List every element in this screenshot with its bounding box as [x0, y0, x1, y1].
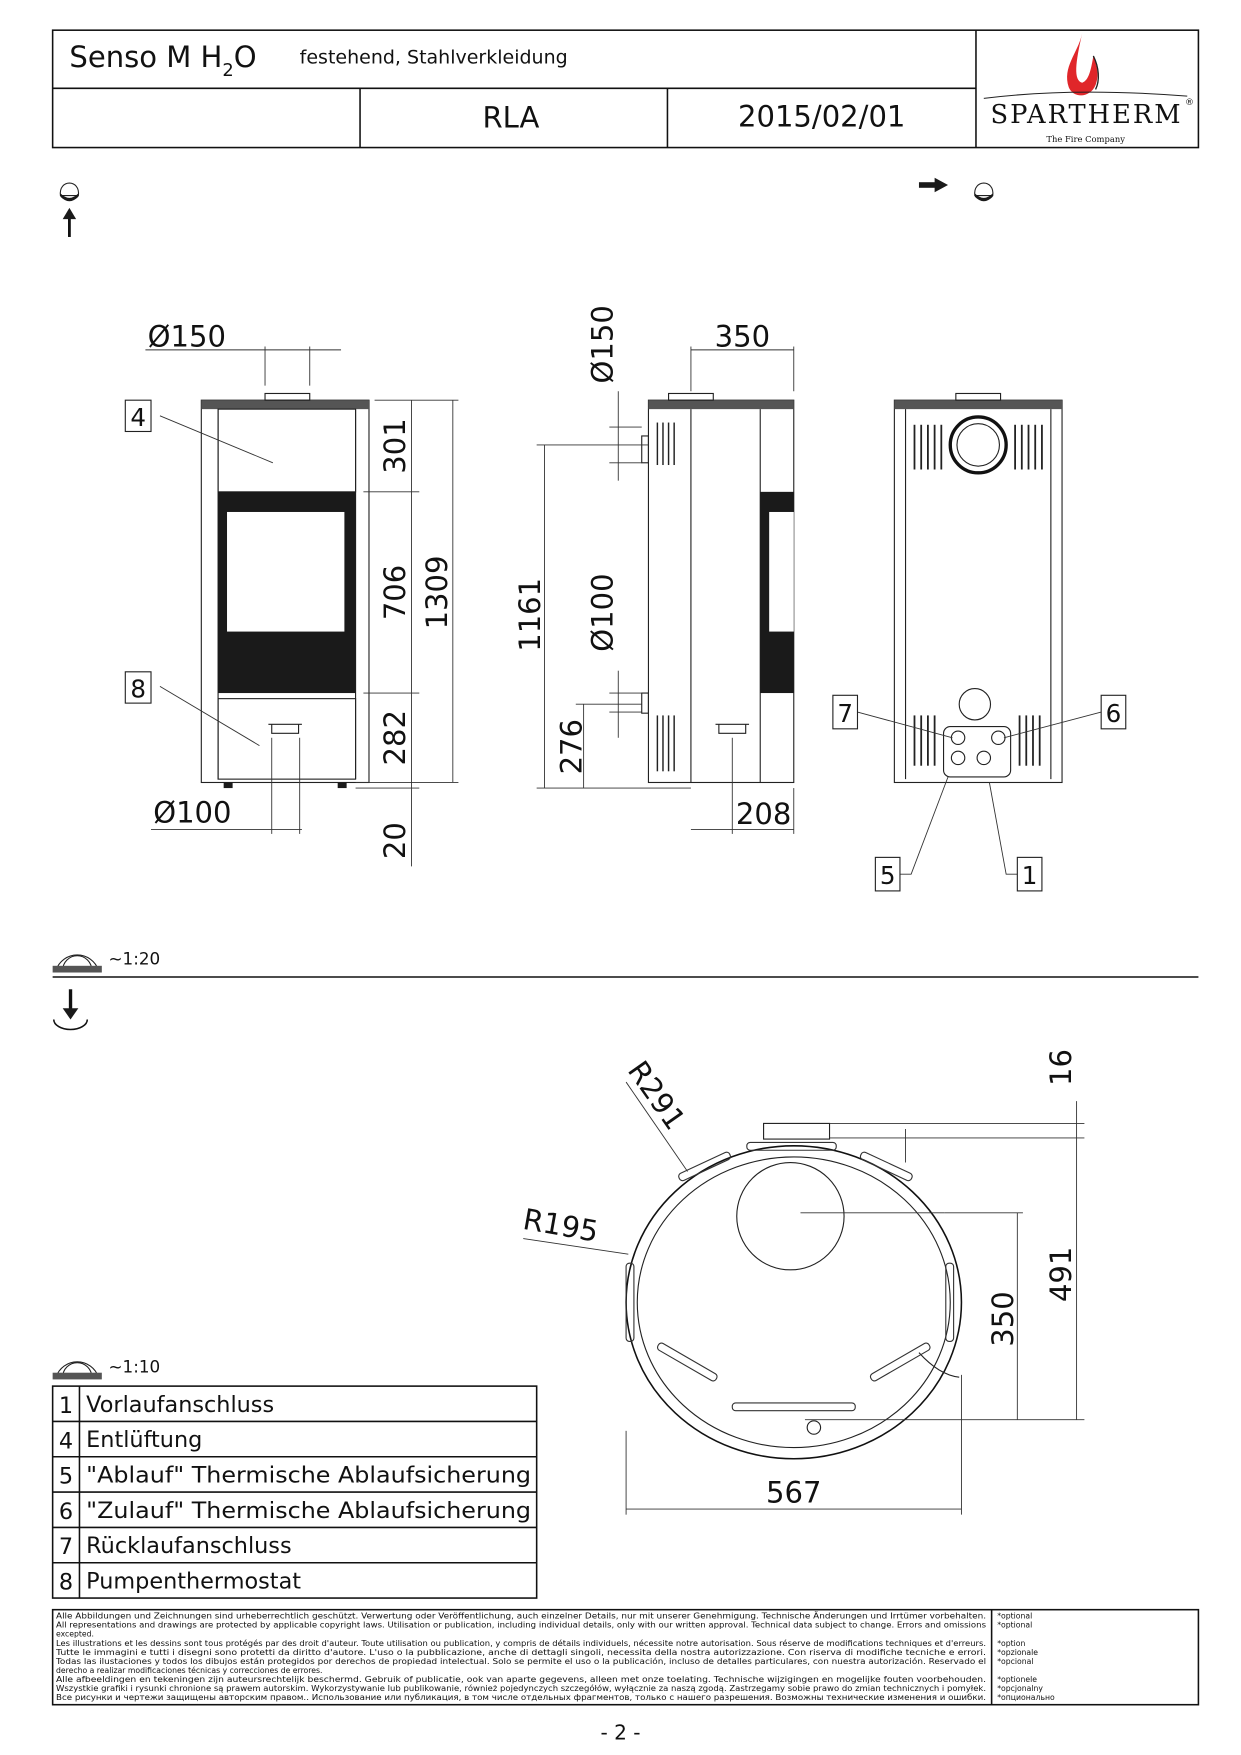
copyright-line: Wszystkie grafiki i rysunki chronione są…	[56, 1684, 986, 1693]
dim-276: 276	[554, 719, 588, 774]
product-description: festehend, Stahlverkleidung	[300, 47, 568, 69]
dim-1161: 1161	[513, 578, 547, 652]
top-view: 567 16 491 350 R291 R195	[521, 1049, 1085, 1515]
title-block: Senso M H2O festehend, Stahlverkleidung …	[51, 29, 1200, 149]
dim-20: 20	[378, 822, 412, 859]
copyright-line: Tutte le immagini e tutti i disegni sono…	[55, 1648, 986, 1657]
optional-note: *opzionale	[997, 1648, 1038, 1657]
legend-label: Rücklaufanschluss	[86, 1533, 291, 1559]
legend-number: 5	[59, 1464, 73, 1490]
copyright-line: All representations and drawings are pro…	[56, 1621, 986, 1630]
legend-table: 1 Vorlaufanschluss 4 Entlüftung 5 "Ablauf" Th…	[51, 1385, 538, 1599]
callout-7: 7	[837, 699, 853, 728]
arrow-up-icon	[62, 207, 77, 237]
dim-1309: 1309	[420, 555, 454, 629]
legend-number: 1	[59, 1393, 73, 1419]
dim-567: 567	[766, 1475, 821, 1509]
back-view: 7 6 5 1	[832, 392, 1127, 892]
dim-side-inlet: Ø100	[586, 573, 620, 651]
arrow-right-icon	[918, 177, 949, 193]
legend-label: "Zulauf" Thermische Ablaufsicherung	[86, 1498, 531, 1524]
optional-note: *opcional	[997, 1657, 1033, 1666]
svg-text:The Fire Company: The Fire Company	[1046, 134, 1125, 144]
optional-note: *opcjonalny	[997, 1684, 1043, 1693]
dim-side-350: 350	[715, 320, 770, 354]
copyright-line: Todas las ilustaciones y todos los dibuj…	[55, 1657, 986, 1666]
copyright-line: Все рисунки и чертежи защищены авторским…	[56, 1693, 986, 1702]
svg-text:®: ®	[1185, 98, 1194, 108]
scale-ruler-icon	[52, 954, 102, 973]
dim-16: 16	[1044, 1049, 1078, 1086]
front-view-eye-icon	[59, 182, 79, 202]
legend-number: 4	[59, 1428, 73, 1454]
legend-number: 8	[59, 1570, 73, 1596]
callout-4: 4	[130, 403, 146, 432]
dim-r291: R291	[621, 1055, 692, 1136]
copyright-line: Les illustrations et les dessins sont to…	[56, 1639, 986, 1648]
model-code: RLA	[482, 100, 539, 134]
dim-side-flue: Ø150	[586, 305, 620, 383]
optional-note: *option	[997, 1639, 1025, 1648]
optional-note: *опционально	[997, 1693, 1055, 1702]
callout-6: 6	[1106, 699, 1122, 728]
callout-8: 8	[130, 675, 146, 704]
page-number: - 2 -	[600, 1720, 640, 1744]
scale-front-views: ~1:20	[109, 949, 161, 969]
scale-top-view: ~1:10	[109, 1357, 161, 1377]
callout-5: 5	[880, 861, 896, 890]
spartherm-logo: SPARTHERM ® The Fire Company	[983, 33, 1194, 144]
product-title: Senso M H2O	[69, 40, 256, 81]
legend-number: 6	[59, 1499, 73, 1525]
dim-301: 301	[378, 418, 412, 473]
copyright-line: derecho a realizar modificaciones técnic…	[56, 1666, 322, 1675]
svg-text:SPARTHERM: SPARTHERM	[991, 100, 1181, 130]
dim-491: 491	[1044, 1247, 1078, 1302]
optional-note: *optionele	[997, 1675, 1037, 1684]
copyright-line: excepted.	[56, 1630, 94, 1639]
side-view-eye-icon	[974, 182, 994, 202]
callout-1: 1	[1022, 861, 1038, 890]
front-view: 4 8 Ø150 301 706 1309 282 20 Ø100	[124, 320, 459, 867]
dim-282: 282	[378, 710, 412, 765]
top-view-download-icon	[52, 989, 89, 1031]
dim-front-flue: Ø150	[148, 320, 226, 354]
copyright-line: Alle afbeeldingen en tekeningen zijn aut…	[56, 1675, 986, 1684]
optional-note: *optional	[997, 1621, 1032, 1630]
copyright-footer: Alle Abbildungen und Zeichnungen sind ur…	[51, 1608, 1200, 1706]
legend-number: 7	[59, 1534, 73, 1560]
legend-label: "Ablauf" Thermische Ablaufsicherung	[86, 1462, 531, 1488]
legend-label: Pumpenthermostat	[86, 1568, 301, 1594]
scale-ruler-icon-2	[52, 1361, 102, 1380]
legend-label: Vorlaufanschluss	[86, 1392, 274, 1418]
dim-706: 706	[378, 565, 412, 620]
side-view: 350 Ø150 1161 Ø100 276 208	[513, 305, 795, 834]
revision-date: 2015/02/01	[738, 99, 905, 133]
legend-label: Entlüftung	[86, 1427, 202, 1453]
optional-note: *optional	[997, 1612, 1032, 1621]
copyright-line: Alle Abbildungen und Zeichnungen sind ur…	[56, 1612, 986, 1621]
dim-r195: R195	[521, 1202, 601, 1249]
dim-front-inlet: Ø100	[153, 796, 231, 830]
dim-208: 208	[736, 797, 791, 831]
dim-top-350: 350	[986, 1291, 1020, 1346]
